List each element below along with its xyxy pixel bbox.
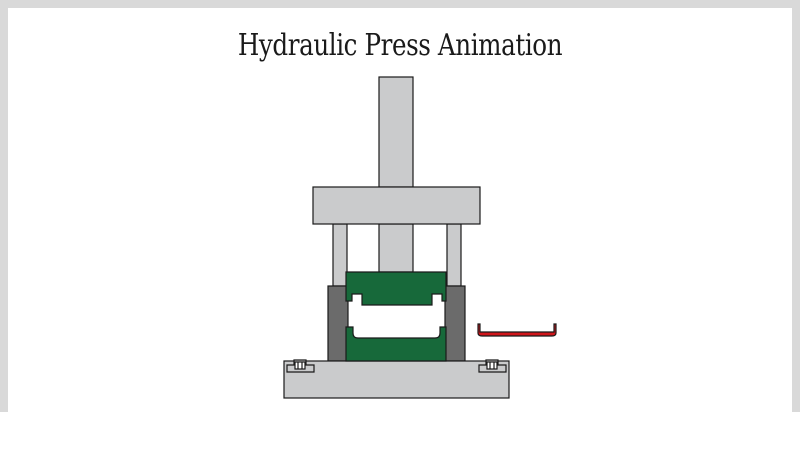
guide-column-left — [332, 223, 348, 287]
formed-part — [477, 323, 557, 337]
piston-rod — [378, 76, 414, 188]
bolt-left — [286, 359, 315, 373]
lower-die — [345, 326, 447, 362]
crosshead — [312, 186, 481, 225]
base-plate — [283, 360, 510, 399]
guide-column-right — [446, 223, 462, 287]
upper-die — [345, 271, 447, 306]
side-housing-right — [444, 285, 466, 362]
ram — [378, 223, 414, 273]
side-housing-left — [327, 285, 349, 362]
page-title: Hydraulic Press Animation — [237, 28, 563, 63]
bolt-right — [478, 359, 507, 373]
